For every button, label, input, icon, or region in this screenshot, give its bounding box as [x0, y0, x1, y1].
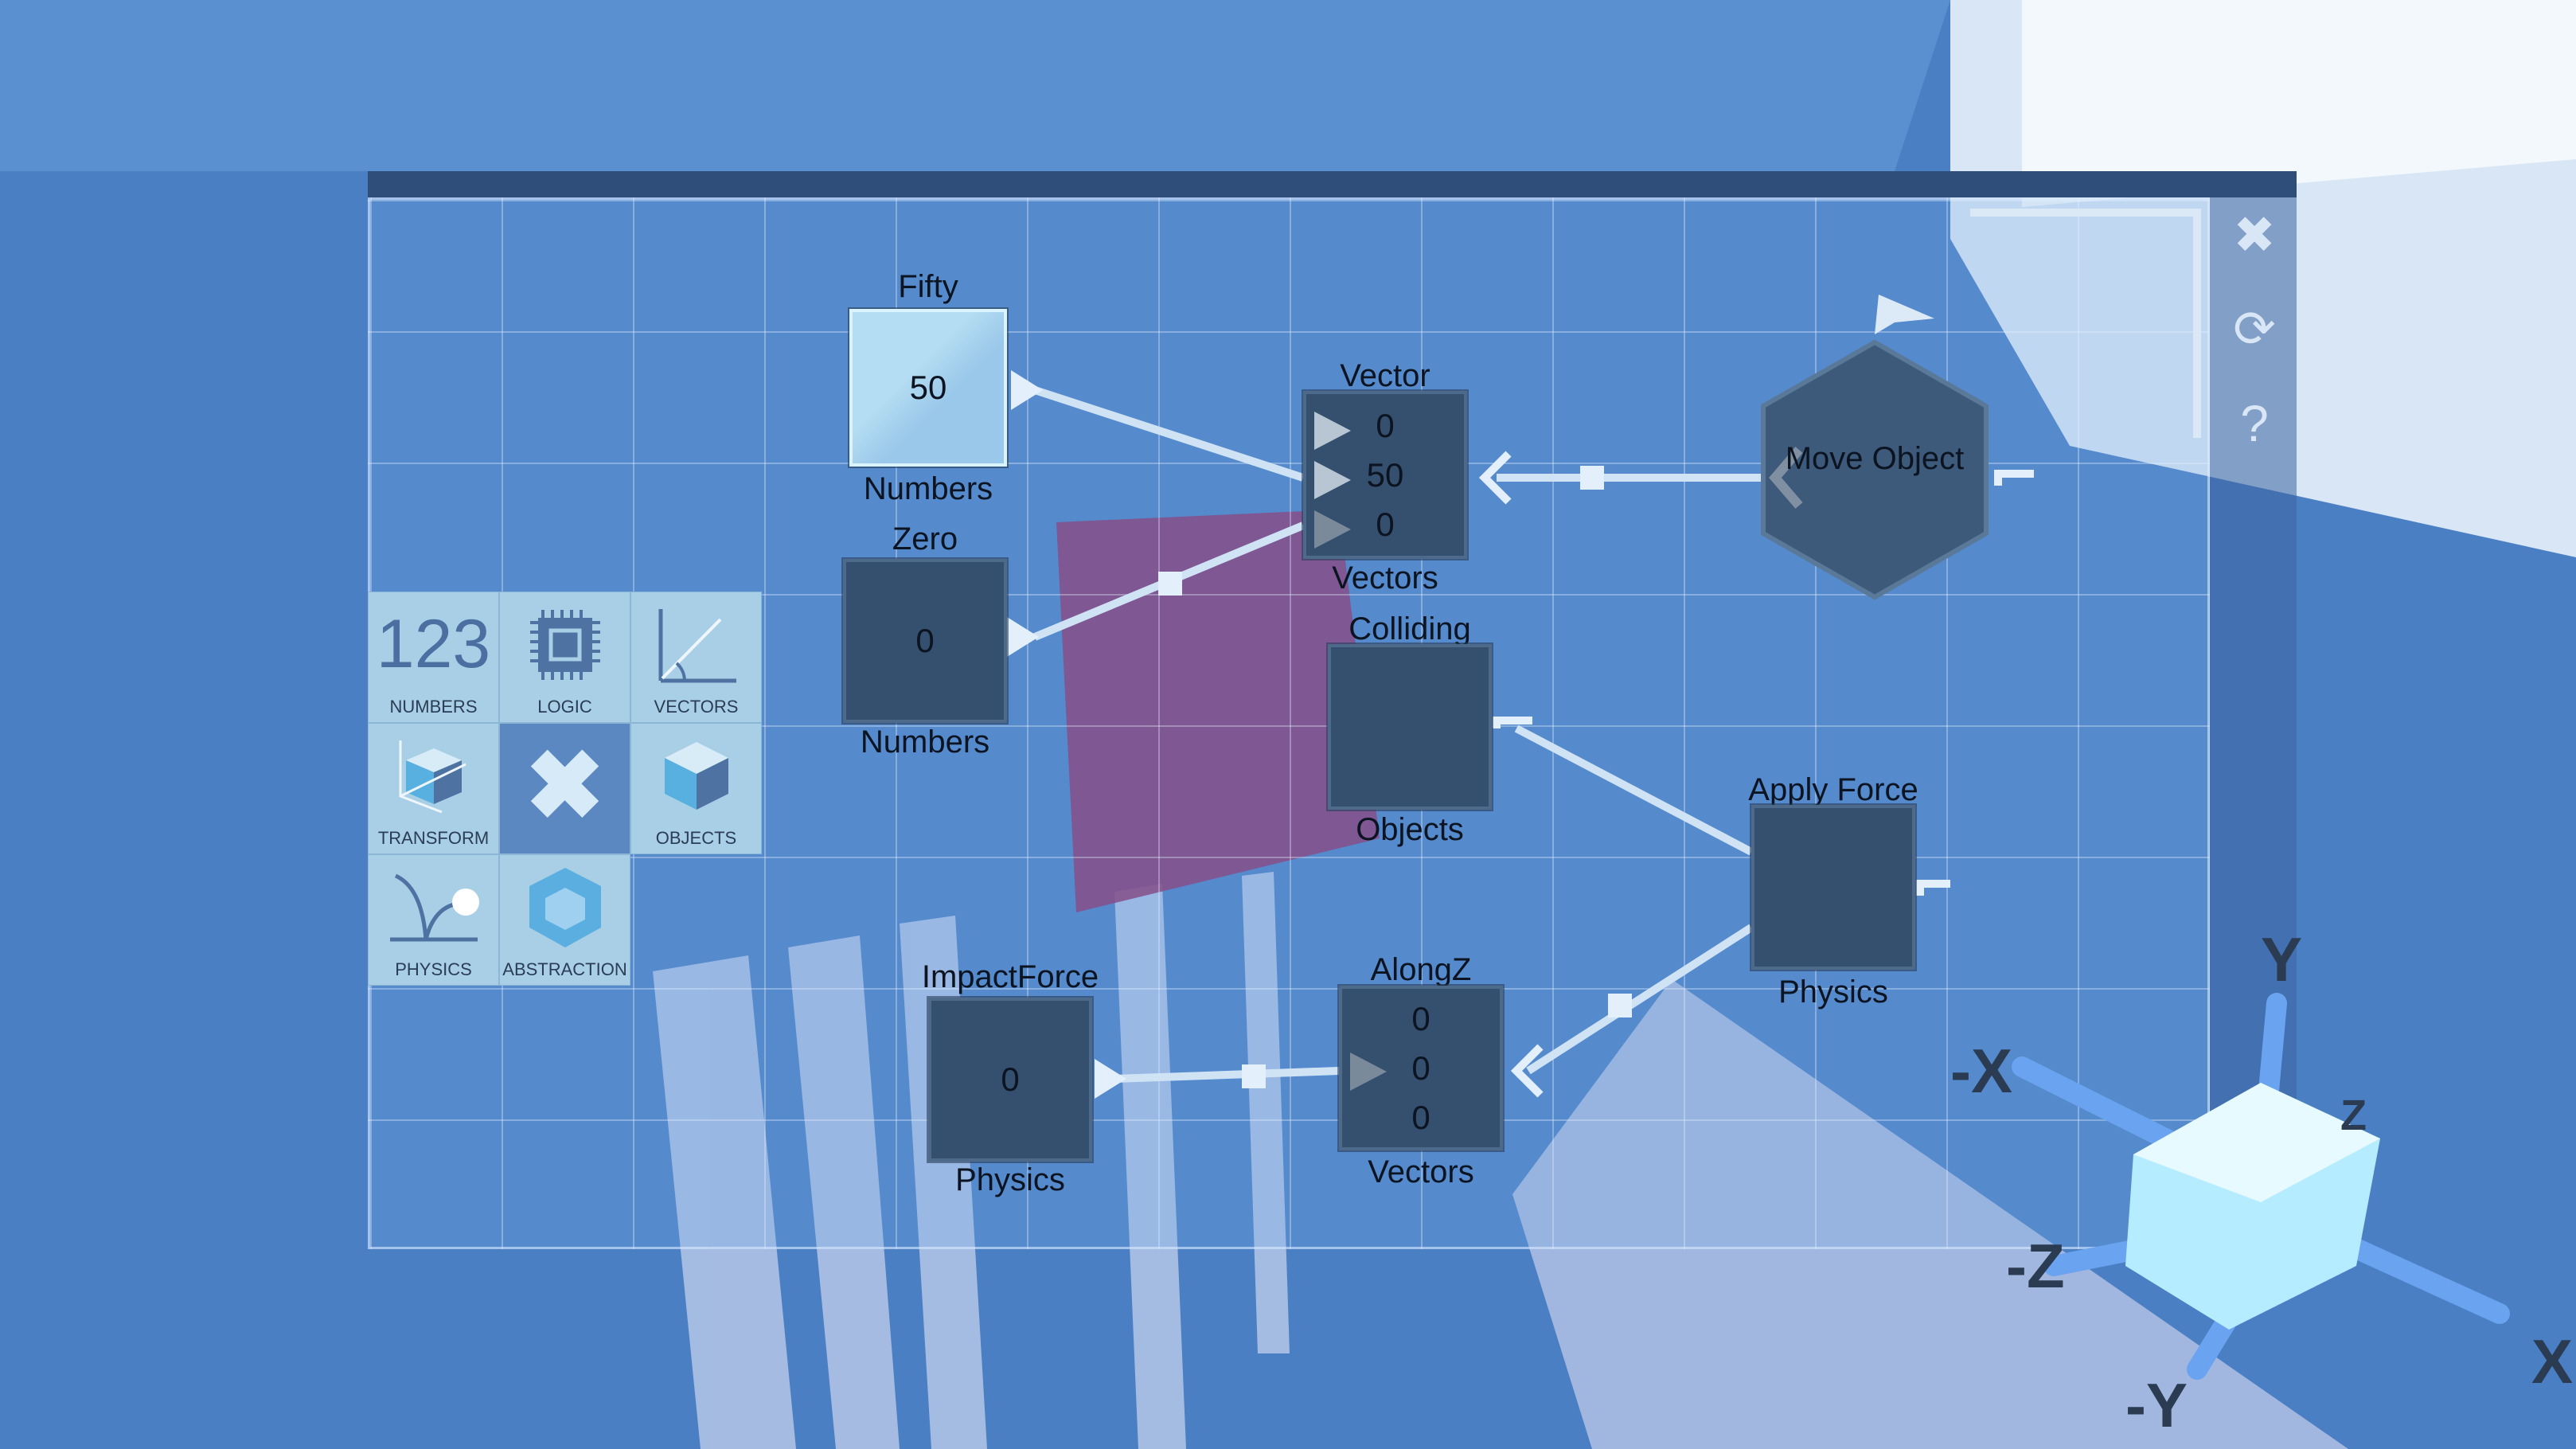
help-button[interactable]: ? [2240, 395, 2269, 452]
node-title: Move Object [1785, 441, 1965, 476]
node-category: Physics [1778, 974, 1888, 1010]
node-title: Apply Force [1748, 772, 1918, 807]
vector-y: 50 [1366, 455, 1404, 494]
axis-label-neg-y: -Y [2125, 1370, 2188, 1440]
palette-numbers[interactable]: 123 NUMBERS [368, 592, 499, 723]
resize-handle[interactable] [1966, 203, 2205, 442]
node-title: Vector [1340, 358, 1430, 393]
panel-title-bar[interactable] [368, 171, 2297, 197]
node-fifty[interactable]: 50 [849, 309, 1007, 467]
panel-sidebar [2210, 197, 2297, 1249]
vector-x: 0 [1376, 406, 1395, 444]
node-vector[interactable]: 0 50 0 [1303, 391, 1467, 559]
refresh-icon[interactable]: ⟳ [2233, 300, 2276, 357]
vector-x: 0 [1411, 999, 1430, 1037]
palette-label: TRANSFORM [377, 828, 490, 848]
palette-empty-slot [630, 854, 762, 986]
palette-label: ABSTRACTION [502, 959, 627, 979]
node-colliding[interactable] [1328, 644, 1492, 810]
palette-abstraction[interactable]: ABSTRACTION [499, 854, 630, 986]
node-title: Zero [892, 521, 958, 557]
axis-label-neg-x: -X [1950, 1036, 2012, 1106]
node-category: Objects [1356, 812, 1464, 847]
node-move-object[interactable] [1743, 295, 2006, 605]
numbers-icon: 123 [376, 606, 491, 682]
node-title: ImpactForce [921, 959, 1099, 994]
palette-label: NUMBERS [389, 697, 478, 717]
delete-x-icon: ✖ [525, 732, 605, 839]
node-category: Vectors [1332, 560, 1438, 596]
node-title: Fifty [898, 269, 958, 304]
palette-logic[interactable]: LOGIC [499, 592, 630, 723]
vector-angle-icon [653, 592, 740, 697]
node-category: Numbers [863, 471, 993, 506]
vector-z: 0 [1376, 505, 1395, 543]
palette-vectors[interactable]: VECTORS [630, 592, 762, 723]
palette-delete[interactable]: ✖ [499, 723, 630, 854]
input-port-z[interactable] [1314, 510, 1351, 549]
node-along-z[interactable]: 0 0 0 [1339, 986, 1503, 1150]
node-category: Numbers [860, 724, 990, 760]
axis-label-x: X [2531, 1326, 2574, 1396]
node-category: Physics [955, 1162, 1065, 1197]
palette-label: VECTORS [654, 697, 739, 717]
node-value: 50 [909, 369, 947, 406]
close-icon[interactable]: ✖ [2233, 206, 2276, 264]
axis-label-neg-z: -Z [2006, 1231, 2065, 1301]
cube-icon [661, 724, 732, 828]
node-title: AlongZ [1370, 952, 1472, 987]
nested-cube-icon [525, 855, 605, 959]
axis-gizmo[interactable] [1990, 979, 2576, 1449]
node-title: Colliding [1348, 611, 1471, 646]
palette-label: OBJECTS [655, 828, 737, 848]
node-value: 0 [1001, 1060, 1020, 1098]
palette-physics[interactable]: PHYSICS [368, 854, 499, 986]
transform-cube-icon [394, 724, 474, 828]
output-arrow-icon [1875, 295, 1934, 334]
node-zero[interactable]: 0 [843, 559, 1007, 723]
palette-transform[interactable]: TRANSFORM [368, 723, 499, 854]
vector-z: 0 [1411, 1098, 1430, 1136]
node-impact-force[interactable]: 0 [928, 998, 1092, 1162]
palette-objects[interactable]: OBJECTS [630, 723, 762, 854]
input-port-x[interactable] [1314, 412, 1351, 450]
node-category: Vectors [1368, 1154, 1474, 1189]
bounce-icon [386, 855, 482, 959]
node-apply-force[interactable] [1751, 805, 1915, 970]
axis-label-y: Y [2261, 924, 2303, 994]
palette-label: PHYSICS [395, 959, 472, 979]
vector-y: 0 [1411, 1049, 1430, 1087]
input-port-y[interactable] [1314, 461, 1351, 499]
axis-label-z: Z [2340, 1092, 2367, 1139]
input-port-y[interactable] [1350, 1053, 1387, 1091]
node-palette: 123 NUMBERS LOGIC VECTORS TRANSFORM ✖ OB… [368, 592, 762, 986]
node-value: 0 [915, 622, 935, 659]
palette-label: LOGIC [537, 697, 592, 717]
chip-icon [527, 592, 603, 697]
